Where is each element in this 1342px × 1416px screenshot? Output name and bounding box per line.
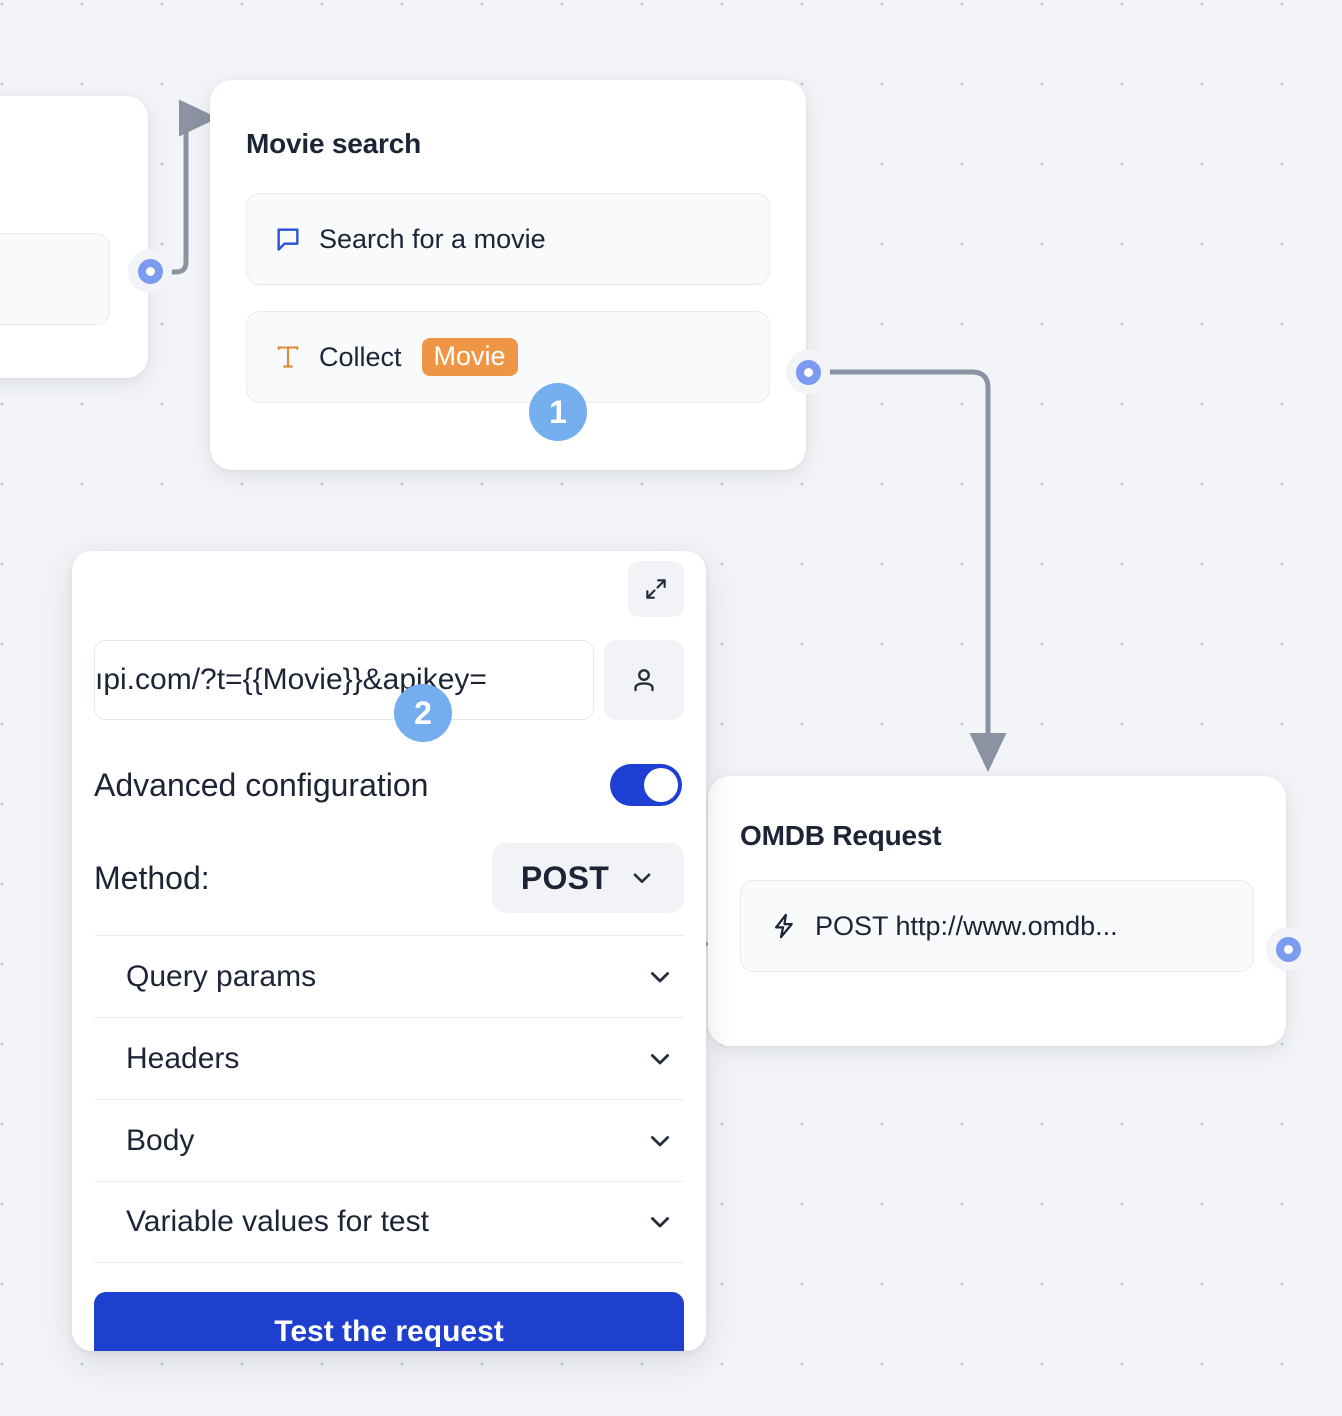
request-config-panel[interactable]: ıpi.com/?t={{Movie}}&apikey= Advanced co… bbox=[72, 551, 706, 1351]
node-row-label: Search for a movie bbox=[319, 223, 546, 254]
expand-diagonal-icon-button[interactable] bbox=[628, 561, 684, 617]
connector-port-partial-output[interactable] bbox=[128, 249, 172, 293]
section-label: Body bbox=[126, 1123, 195, 1157]
panel-toolbar bbox=[94, 551, 684, 617]
advanced-configuration-row: Advanced configuration bbox=[94, 764, 684, 806]
url-row: ıpi.com/?t={{Movie}}&apikey= bbox=[94, 640, 684, 720]
node-title-omdb-request: OMDB Request bbox=[740, 820, 942, 851]
advanced-configuration-toggle[interactable] bbox=[610, 764, 682, 806]
node-row-search-for-a-movie[interactable]: Search for a movie bbox=[246, 193, 770, 285]
node-row-post-request[interactable]: POST http://www.omdb... bbox=[740, 880, 1254, 972]
node-card-movie-search[interactable]: Movie search Search for a movie Collect … bbox=[210, 80, 806, 470]
section-variable-values-for-test[interactable]: Variable values for test bbox=[94, 1181, 684, 1263]
person-icon-button[interactable] bbox=[604, 640, 684, 720]
config-sections-accordion: Query params Headers Body bbox=[94, 935, 684, 1263]
edge-movie-to-omdb bbox=[827, 369, 1007, 773]
node-row-label: POST http://www.omdb... bbox=[815, 910, 1118, 941]
variable-tag-movie[interactable]: Movie bbox=[421, 337, 518, 377]
node-row-placeholder[interactable] bbox=[0, 233, 110, 325]
connector-port-omdb-output[interactable] bbox=[1266, 927, 1310, 971]
test-the-request-button[interactable]: Test the request bbox=[94, 1292, 684, 1351]
node-card-omdb-request[interactable]: OMDB Request POST http://www.omdb... bbox=[708, 776, 1286, 1046]
connector-port-movie-search-output[interactable] bbox=[786, 350, 830, 394]
node-card-partial[interactable] bbox=[0, 96, 148, 378]
method-selected-value: POST bbox=[520, 859, 610, 896]
section-headers[interactable]: Headers bbox=[94, 1017, 684, 1099]
section-label: Headers bbox=[126, 1041, 240, 1075]
method-row: Method: POST bbox=[94, 843, 684, 931]
request-url-input[interactable]: ıpi.com/?t={{Movie}}&apikey= bbox=[94, 640, 594, 720]
edge-partial-to-movie bbox=[169, 99, 219, 275]
node-title-movie-search: Movie search bbox=[246, 128, 422, 159]
lightning-bolt-icon bbox=[769, 911, 799, 941]
node-row-label: Collect bbox=[319, 341, 402, 372]
step-badge-1: 1 bbox=[529, 383, 587, 441]
section-body[interactable]: Body bbox=[94, 1099, 684, 1181]
section-query-params[interactable]: Query params bbox=[94, 935, 684, 1017]
chevron-down-icon[interactable] bbox=[646, 1045, 674, 1073]
step-badge-2: 2 bbox=[394, 684, 452, 742]
advanced-configuration-label: Advanced configuration bbox=[94, 766, 429, 803]
chevron-down-icon[interactable] bbox=[646, 1208, 674, 1236]
chevron-down-icon[interactable] bbox=[646, 963, 674, 991]
node-row-collect-movie[interactable]: Collect Movie bbox=[246, 311, 770, 403]
text-type-icon bbox=[273, 342, 303, 372]
section-label: Query params bbox=[126, 959, 317, 993]
message-bubble-icon bbox=[273, 224, 303, 254]
chevron-down-icon[interactable] bbox=[646, 1127, 674, 1155]
method-label: Method: bbox=[94, 859, 210, 896]
section-label: Variable values for test bbox=[126, 1205, 429, 1238]
method-select[interactable]: POST bbox=[492, 843, 684, 913]
chevron-down-icon bbox=[629, 865, 655, 891]
